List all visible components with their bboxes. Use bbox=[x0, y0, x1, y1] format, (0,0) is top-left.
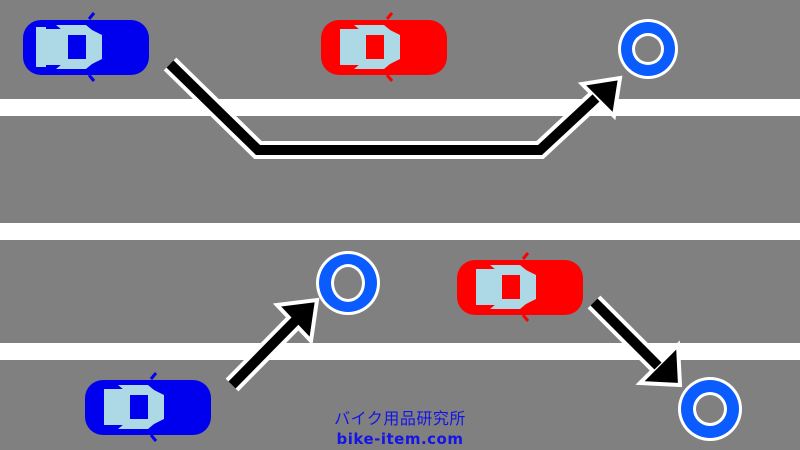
lane-line-3 bbox=[0, 343, 800, 360]
credit-site-name: バイク用品研究所 bbox=[334, 409, 466, 428]
bottom-right-arrow bbox=[587, 295, 683, 388]
other-car-bottom bbox=[457, 252, 583, 322]
own-car-top bbox=[23, 12, 149, 82]
target-marker-top bbox=[618, 19, 678, 79]
own-car-bottom bbox=[85, 372, 211, 442]
top-overtake-arrow bbox=[163, 57, 623, 159]
bottom-left-arrow bbox=[225, 297, 320, 392]
credit-url: bike-item.com bbox=[336, 430, 464, 448]
target-marker-bottom-left bbox=[316, 251, 380, 315]
target-marker-bottom-right bbox=[678, 377, 742, 441]
other-car-top bbox=[321, 12, 447, 82]
lane-line-2 bbox=[0, 223, 800, 240]
